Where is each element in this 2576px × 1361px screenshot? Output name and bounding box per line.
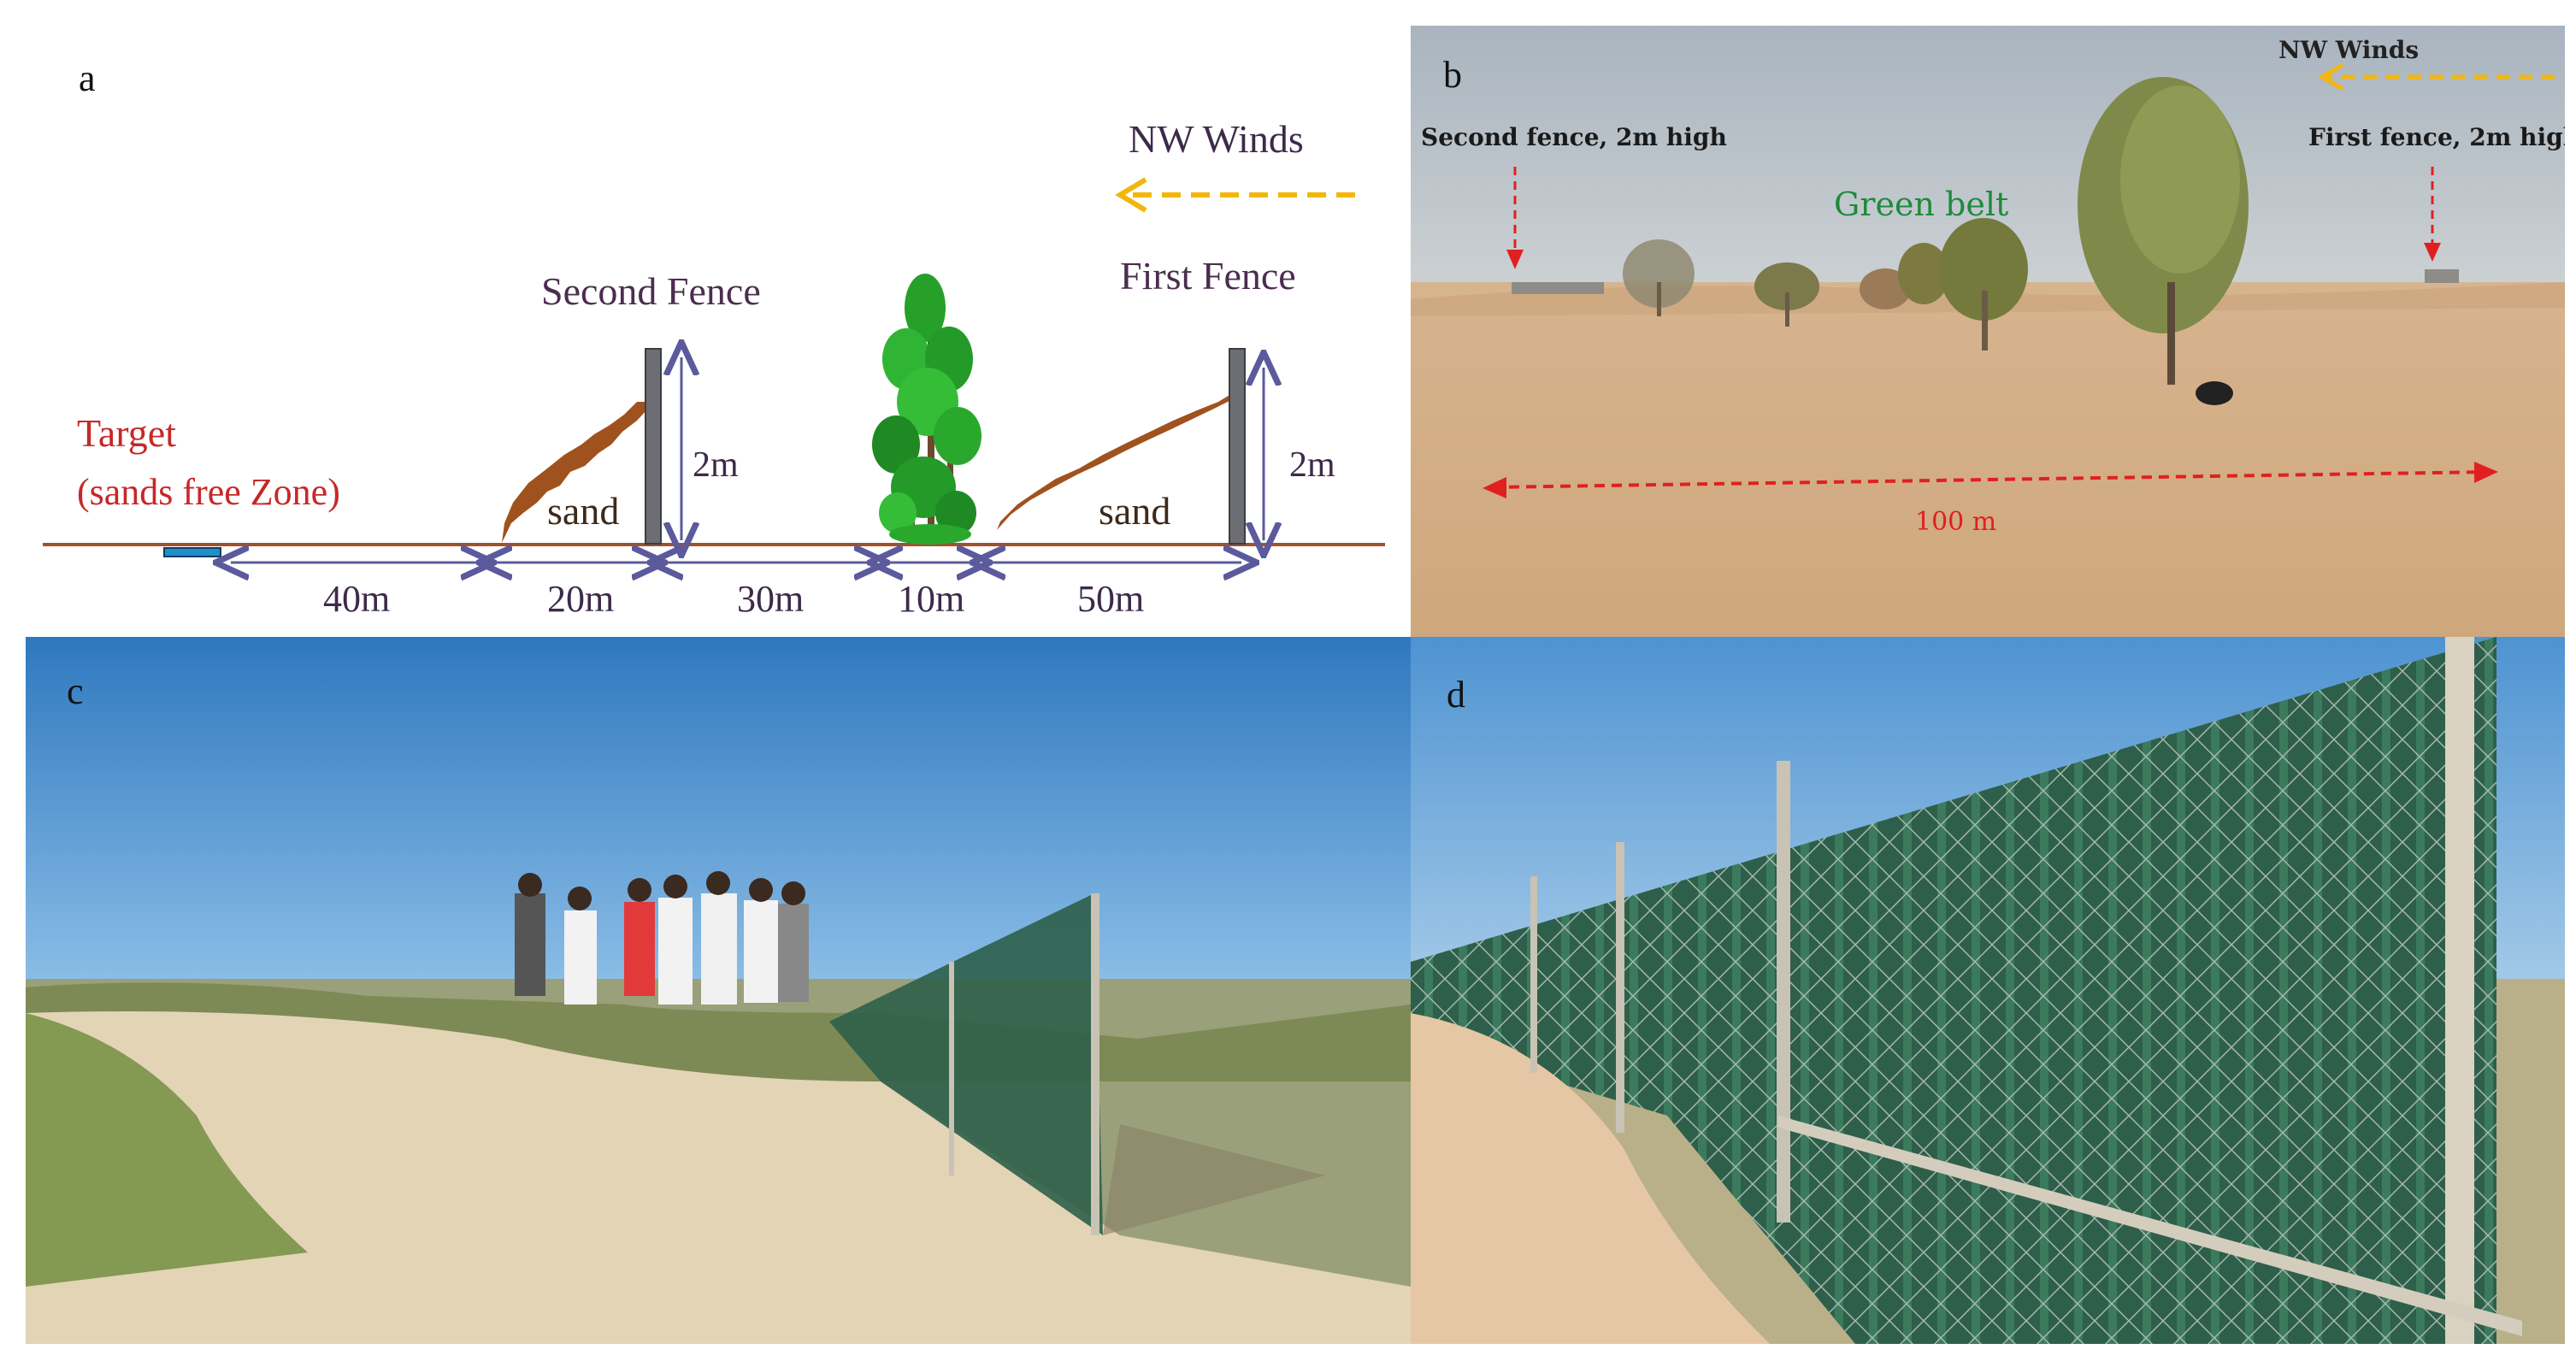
wind-label-b: NW Winds bbox=[2278, 36, 2419, 64]
wind-arrowhead-a bbox=[1115, 177, 1147, 213]
distance-label-3: 30m bbox=[737, 578, 804, 620]
fence-post-near bbox=[2445, 637, 2474, 1344]
distance-label-4: 10m bbox=[898, 578, 964, 620]
second-fence-post bbox=[645, 348, 662, 545]
green-belt-label: Green belt bbox=[1834, 186, 2008, 223]
tree-cluster bbox=[872, 274, 981, 545]
height-label-left: 2m bbox=[693, 445, 739, 485]
sand-wedge-right bbox=[992, 392, 1235, 543]
distance-label-1: 40m bbox=[323, 578, 390, 620]
sand-label-left: sand bbox=[547, 489, 619, 533]
sand-wedge-left bbox=[502, 398, 657, 543]
distance-arrow-b bbox=[1491, 470, 2489, 489]
first-fence-label: First Fence bbox=[1120, 254, 1296, 298]
height-label-right: 2m bbox=[1289, 445, 1335, 485]
panel-a-diagram: Target (sands free Zone) sand 2m Second … bbox=[0, 0, 1411, 637]
distance-label-5: 50m bbox=[1077, 578, 1144, 620]
panel-b-svg: NW Winds Second fence, 2m high First fen… bbox=[1411, 26, 2565, 637]
fence-rail-d bbox=[1778, 1116, 2522, 1336]
second-fence-label-b: Second fence, 2m high bbox=[1421, 123, 1727, 151]
first-fence-label-b: First fence, 2m high bbox=[2308, 123, 2565, 151]
students-group bbox=[515, 871, 809, 1005]
panel-a-svg: Target (sands free Zone) sand 2m Second … bbox=[43, 117, 1385, 620]
wind-label-a: NW Winds bbox=[1129, 117, 1304, 161]
first-fence-b bbox=[2425, 269, 2459, 283]
target-marker bbox=[163, 547, 221, 557]
first-fence-post bbox=[1229, 348, 1246, 545]
distance-label-b: 100 m bbox=[1915, 507, 1996, 537]
fence-post-mid bbox=[1777, 761, 1790, 1223]
panel-c-svg bbox=[26, 637, 1411, 1344]
panel-label-c: c bbox=[67, 670, 84, 712]
sand-bank-d bbox=[1411, 1013, 1770, 1344]
panel-c-photo: c bbox=[26, 637, 1411, 1344]
distance-label-2: 20m bbox=[547, 578, 614, 620]
green-belt-trees bbox=[1623, 77, 2249, 405]
panel-label-a: a bbox=[79, 57, 96, 99]
panel-d-svg bbox=[1411, 637, 2565, 1344]
fence-d bbox=[1411, 637, 2496, 1344]
panel-d-photo: d bbox=[1411, 637, 2565, 1344]
second-fence-b bbox=[1512, 282, 1604, 294]
sand-dune-c bbox=[26, 1011, 1411, 1344]
target-title: Target bbox=[77, 411, 176, 455]
fence-c bbox=[829, 893, 1103, 1235]
target-subtitle: (sands free Zone) bbox=[77, 471, 340, 513]
panel-label-b: b bbox=[1443, 54, 1462, 96]
wind-arrowhead-b bbox=[2318, 62, 2344, 91]
sand-label-right: sand bbox=[1099, 489, 1170, 533]
panel-b-photo: NW Winds Second fence, 2m high First fen… bbox=[1411, 26, 2565, 637]
second-fence-label: Second Fence bbox=[541, 269, 761, 313]
panel-label-d: d bbox=[1447, 674, 1465, 716]
